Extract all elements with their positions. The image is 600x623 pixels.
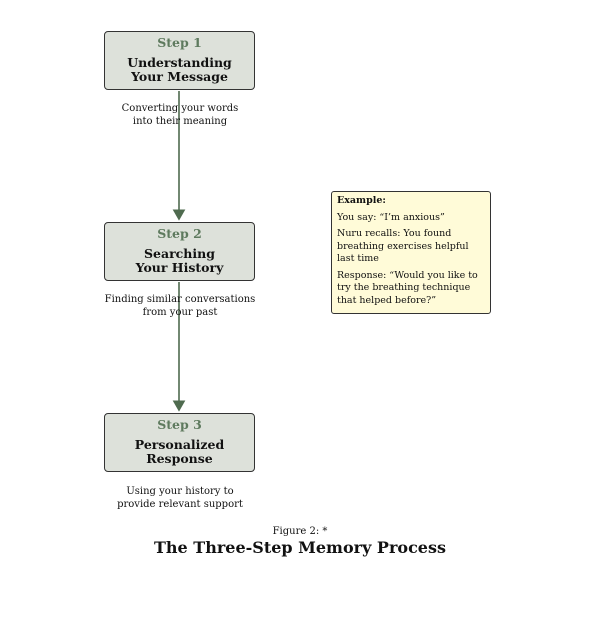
step-3-box: Step 3 Personalized Response	[104, 413, 255, 472]
step-3-desc-line2: provide relevant support	[117, 499, 243, 510]
step-3-number: Step 3	[157, 417, 202, 432]
step-1-box: Step 1 Understanding Your Message	[104, 31, 255, 90]
step-2-box: Step 2 Searching Your History	[104, 222, 255, 281]
step-2-title-line2: Your History	[135, 260, 224, 275]
step-1-number: Step 1	[157, 35, 202, 50]
step-1-desc-line2: into their meaning	[132, 116, 228, 127]
figure-label: Figure 2: *	[272, 526, 328, 537]
step-2-number: Step 2	[157, 226, 202, 241]
step-3-title-line1: Personalized	[134, 437, 225, 452]
step-3-title-line2: Response	[146, 451, 213, 466]
figure-title: The Three-Step Memory Process	[154, 538, 446, 557]
example-line-you-say: You say: “I’m anxious”	[337, 211, 445, 223]
step-1-description: Converting your words into their meaning	[95, 102, 265, 128]
step-2-title-line1: Searching	[144, 246, 215, 261]
step-1-desc-line1: Converting your words	[121, 103, 239, 114]
step-1-title-line1: Understanding	[127, 55, 232, 70]
step-2-desc-line1: Finding similar conversations	[104, 294, 256, 305]
step-3-desc-line1: Using your history to	[126, 486, 234, 497]
example-line-nuru-recalls: Nuru recalls: You found breathing exerci…	[337, 228, 469, 264]
example-title: Example:	[337, 195, 386, 206]
example-box: Example: You say: “I’m anxious” Nuru rec…	[331, 191, 491, 314]
step-2-description: Finding similar conversations from your …	[95, 293, 265, 319]
step-2-desc-line2: from your past	[142, 307, 218, 318]
example-line-response: Response: “Would you like to try the bre…	[337, 269, 478, 306]
step-3-description: Using your history to provide relevant s…	[95, 485, 265, 511]
step-1-title-line2: Your Message	[131, 69, 228, 84]
